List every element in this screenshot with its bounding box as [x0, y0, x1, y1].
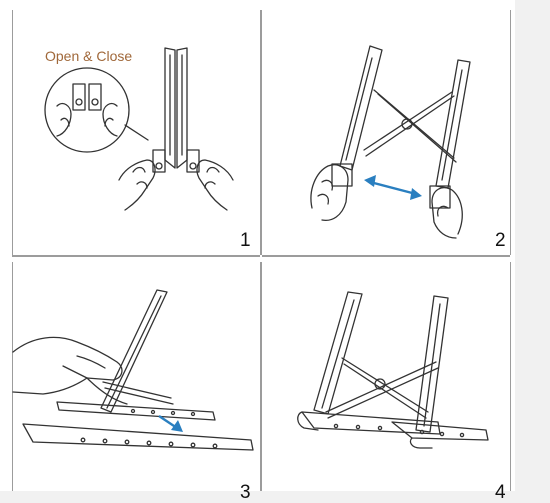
panel-step-1: Open & Close — [13, 10, 260, 255]
divider-left-edge-top — [12, 10, 13, 255]
step-number-4: 4 — [495, 482, 506, 503]
divider-horizontal-left — [12, 255, 260, 257]
arrow-icon — [158, 415, 183, 432]
divider-right-edge-top — [510, 10, 511, 255]
panel-step-4: 4 — [262, 262, 510, 502]
double-arrow-icon — [364, 175, 422, 200]
panel-step-2: 2 — [262, 10, 510, 255]
open-close-illustration — [44, 47, 234, 211]
detail-magnifier — [44, 67, 130, 153]
divider-horizontal-right — [262, 255, 510, 257]
unfolded-stand-illustration — [297, 291, 489, 449]
adjust-angle-illustration — [12, 289, 254, 451]
divider-right-edge-bottom — [510, 262, 511, 491]
divider-left-edge-bottom — [12, 262, 13, 491]
open-close-caption: Open & Close — [45, 48, 133, 64]
step-number-2: 2 — [495, 230, 506, 251]
divider-vertical-bottom — [260, 262, 262, 491]
step-number-1: 1 — [240, 230, 251, 251]
panel-step-3: 3 — [12, 262, 260, 502]
divider-vertical-top — [260, 10, 262, 255]
instruction-sheet: Open & Close — [0, 0, 515, 502]
step-number-3: 3 — [240, 482, 251, 503]
pull-apart-illustration — [310, 45, 471, 239]
